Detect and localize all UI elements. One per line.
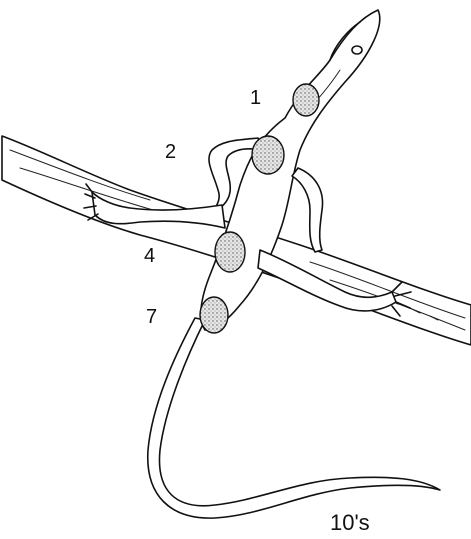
patch-1 xyxy=(293,84,319,116)
lizard-tail xyxy=(148,318,440,518)
patch-4 xyxy=(215,232,245,272)
label-10s: 10's xyxy=(330,510,370,535)
label-1: 1 xyxy=(250,87,261,109)
right-front-leg xyxy=(292,168,323,252)
patch-2 xyxy=(252,136,284,174)
label-2: 2 xyxy=(165,141,176,163)
patch-7 xyxy=(200,297,228,333)
label-7: 7 xyxy=(146,306,157,328)
label-4: 4 xyxy=(144,245,155,267)
